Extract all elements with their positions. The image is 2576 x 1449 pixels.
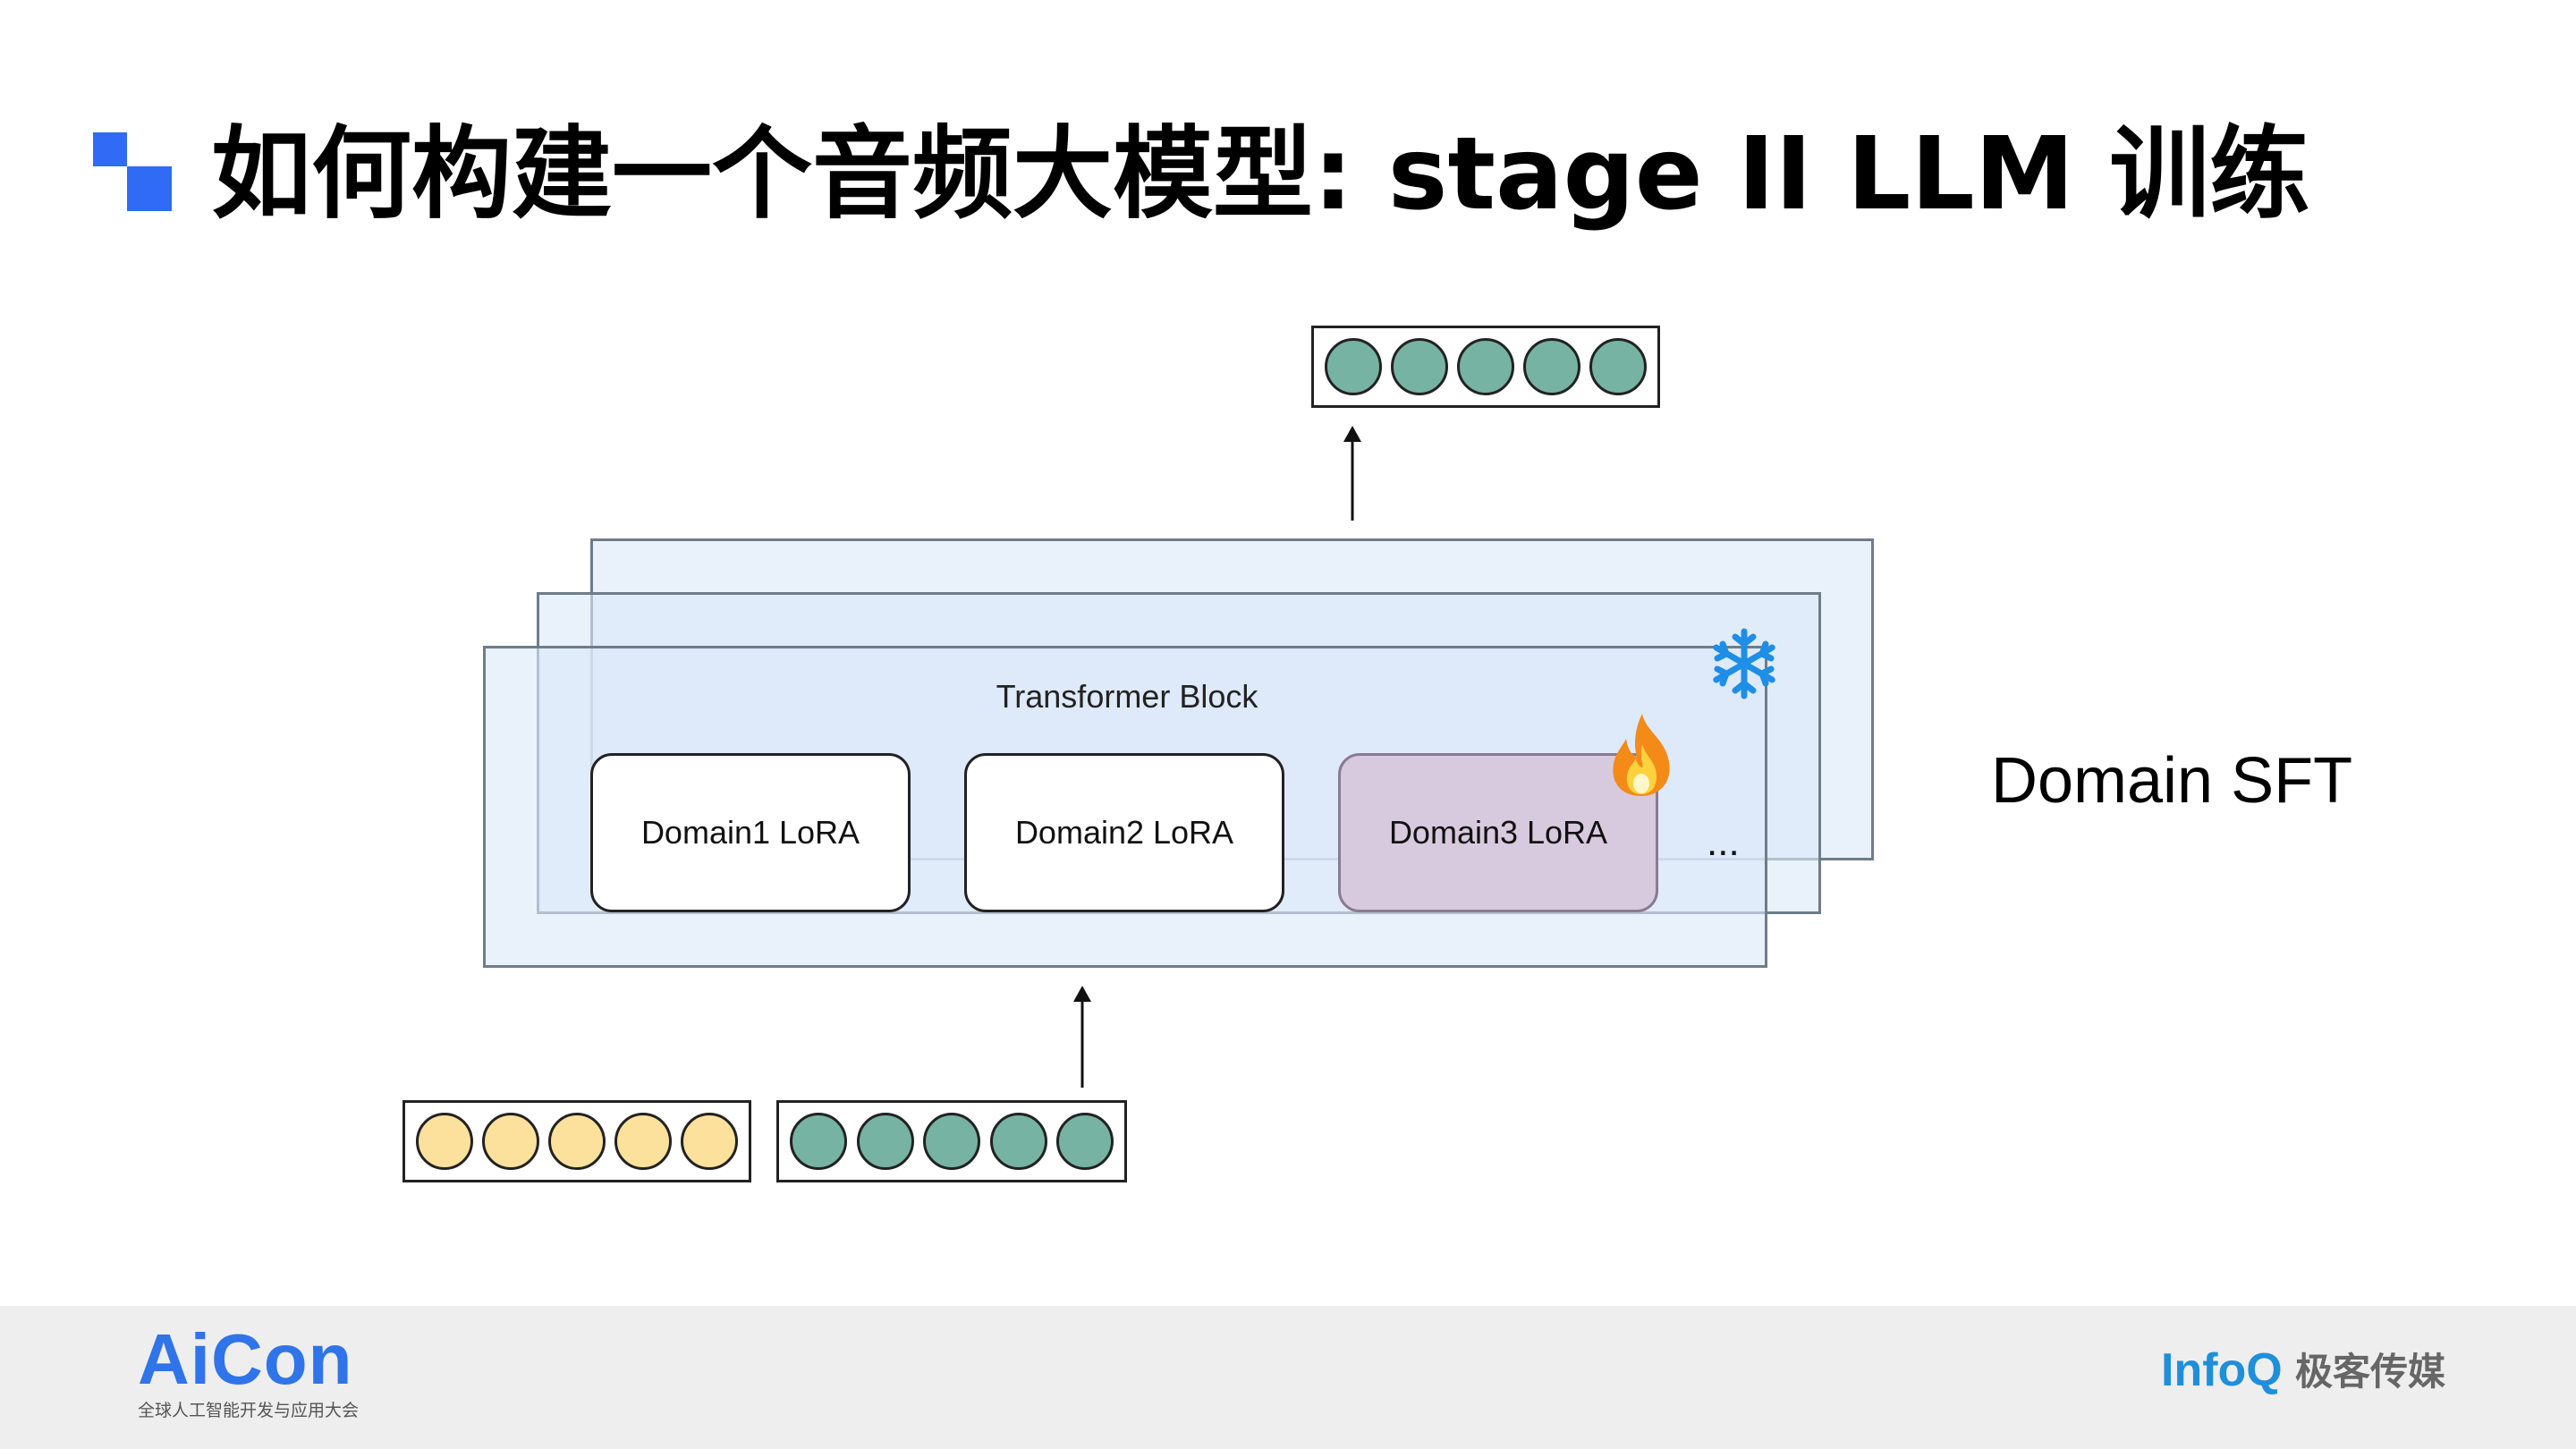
aicon-logo: AiCon [138, 1319, 353, 1399]
domain2-lora-box: Domain2 LoRA [964, 753, 1284, 912]
input-arrow-head [1073, 986, 1091, 1002]
input-token-box-audio [776, 1100, 1127, 1182]
output-token [1523, 338, 1580, 395]
input-token-yellow [548, 1113, 606, 1170]
footer-bar [0, 1306, 2576, 1449]
output-token-box [1311, 326, 1660, 408]
domain2-lora-label: Domain2 LoRA [1014, 814, 1234, 851]
output-token [1457, 338, 1514, 395]
title-accent-icon [93, 132, 172, 211]
infoq-logo: InfoQ [2161, 1344, 2283, 1396]
input-token-box-text [402, 1100, 751, 1182]
output-token [1325, 338, 1382, 395]
input-token-yellow [482, 1113, 539, 1170]
input-token-green [856, 1113, 914, 1170]
input-token-green [790, 1113, 847, 1170]
output-token [1391, 338, 1448, 395]
domain1-lora-label: Domain1 LoRA [640, 814, 860, 851]
input-token-yellow [416, 1113, 473, 1170]
input-token-green [989, 1113, 1047, 1170]
page-title: 如何构建一个音频大模型: stage II LLM 训练 [211, 116, 2310, 233]
more-modules-ellipsis: ... [1707, 820, 1740, 864]
input-token-green [923, 1113, 980, 1170]
input-token-yellow [681, 1113, 738, 1170]
domain-sft-label: Domain SFT [1991, 745, 2353, 817]
flame-icon [1613, 714, 1670, 796]
output-arrow-head [1343, 426, 1361, 442]
transformer-block-label: Transformer Block [996, 678, 1258, 715]
domain3-lora-box: Domain3 LoRA [1338, 753, 1658, 912]
input-token-yellow [614, 1113, 672, 1170]
input-token-green [1056, 1113, 1114, 1170]
aicon-subtitle: 全球人工智能开发与应用大会 [138, 1401, 360, 1420]
domain3-lora-label: Domain3 LoRA [1388, 814, 1608, 851]
domain1-lora-box: Domain1 LoRA [590, 753, 911, 912]
output-token [1589, 338, 1647, 395]
snowflake-icon [1713, 628, 1775, 699]
geek-media-logo: 极客传媒 [2295, 1350, 2446, 1394]
